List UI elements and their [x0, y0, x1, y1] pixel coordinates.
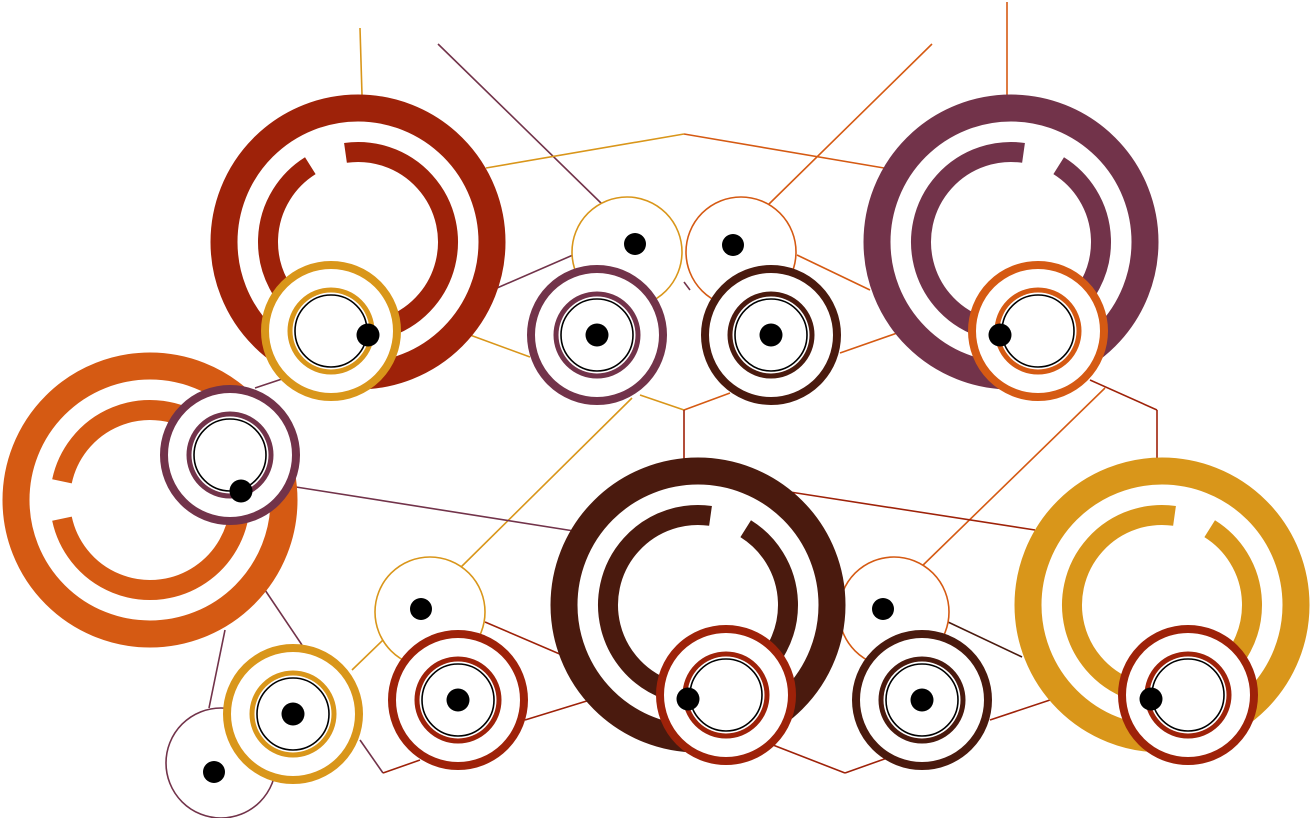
connector-line [767, 43, 933, 206]
connector-line [683, 392, 731, 411]
white-dot [321, 157, 340, 176]
connector-line [844, 756, 891, 774]
connector-line [295, 486, 575, 532]
connector-line [469, 334, 531, 358]
connector-line [989, 699, 1051, 721]
connector-line [947, 621, 1023, 658]
eye-white [1001, 294, 1075, 368]
connector-line [796, 254, 871, 291]
black-dot [910, 688, 934, 712]
white-dot [1029, 157, 1048, 176]
connector-lines [208, 2, 1158, 774]
black-dot [585, 323, 609, 347]
connector-line [485, 133, 685, 169]
connector-line [683, 281, 691, 291]
black-dot [624, 233, 646, 255]
connector-line [1089, 379, 1158, 411]
connector-line [683, 133, 885, 169]
black-dot [229, 479, 253, 503]
connector-line [359, 27, 363, 96]
connector-line [789, 491, 1036, 531]
ring-nodes [2, 94, 1310, 818]
connector-line [454, 397, 633, 574]
connector-line [351, 639, 384, 671]
black-dot [759, 323, 783, 347]
black-dot [676, 687, 700, 711]
black-dot [872, 598, 894, 620]
black-dot [356, 323, 380, 347]
white-dot [716, 520, 735, 539]
connector-line [639, 394, 685, 411]
connector-line [359, 739, 384, 774]
connector-line [437, 43, 604, 206]
black-dot [203, 761, 225, 783]
black-dot [722, 234, 744, 256]
white-dot [61, 491, 79, 509]
connector-line [524, 699, 591, 721]
connector-line [382, 759, 421, 774]
connector-line [839, 331, 901, 354]
connector-line [264, 589, 303, 646]
connector-line [496, 254, 574, 289]
black-dot [1139, 687, 1163, 711]
eye-white [689, 658, 763, 732]
eye-white [1151, 658, 1225, 732]
white-dot [1180, 520, 1199, 539]
black-dot [410, 598, 432, 620]
connector-line [208, 629, 226, 709]
connector-line [254, 377, 286, 389]
black-dot [281, 702, 305, 726]
eye-white [193, 418, 267, 492]
connector-line [484, 621, 563, 656]
black-dot [446, 688, 470, 712]
eye-white [294, 294, 368, 368]
black-dot [988, 323, 1012, 347]
connector-line [917, 387, 1106, 571]
